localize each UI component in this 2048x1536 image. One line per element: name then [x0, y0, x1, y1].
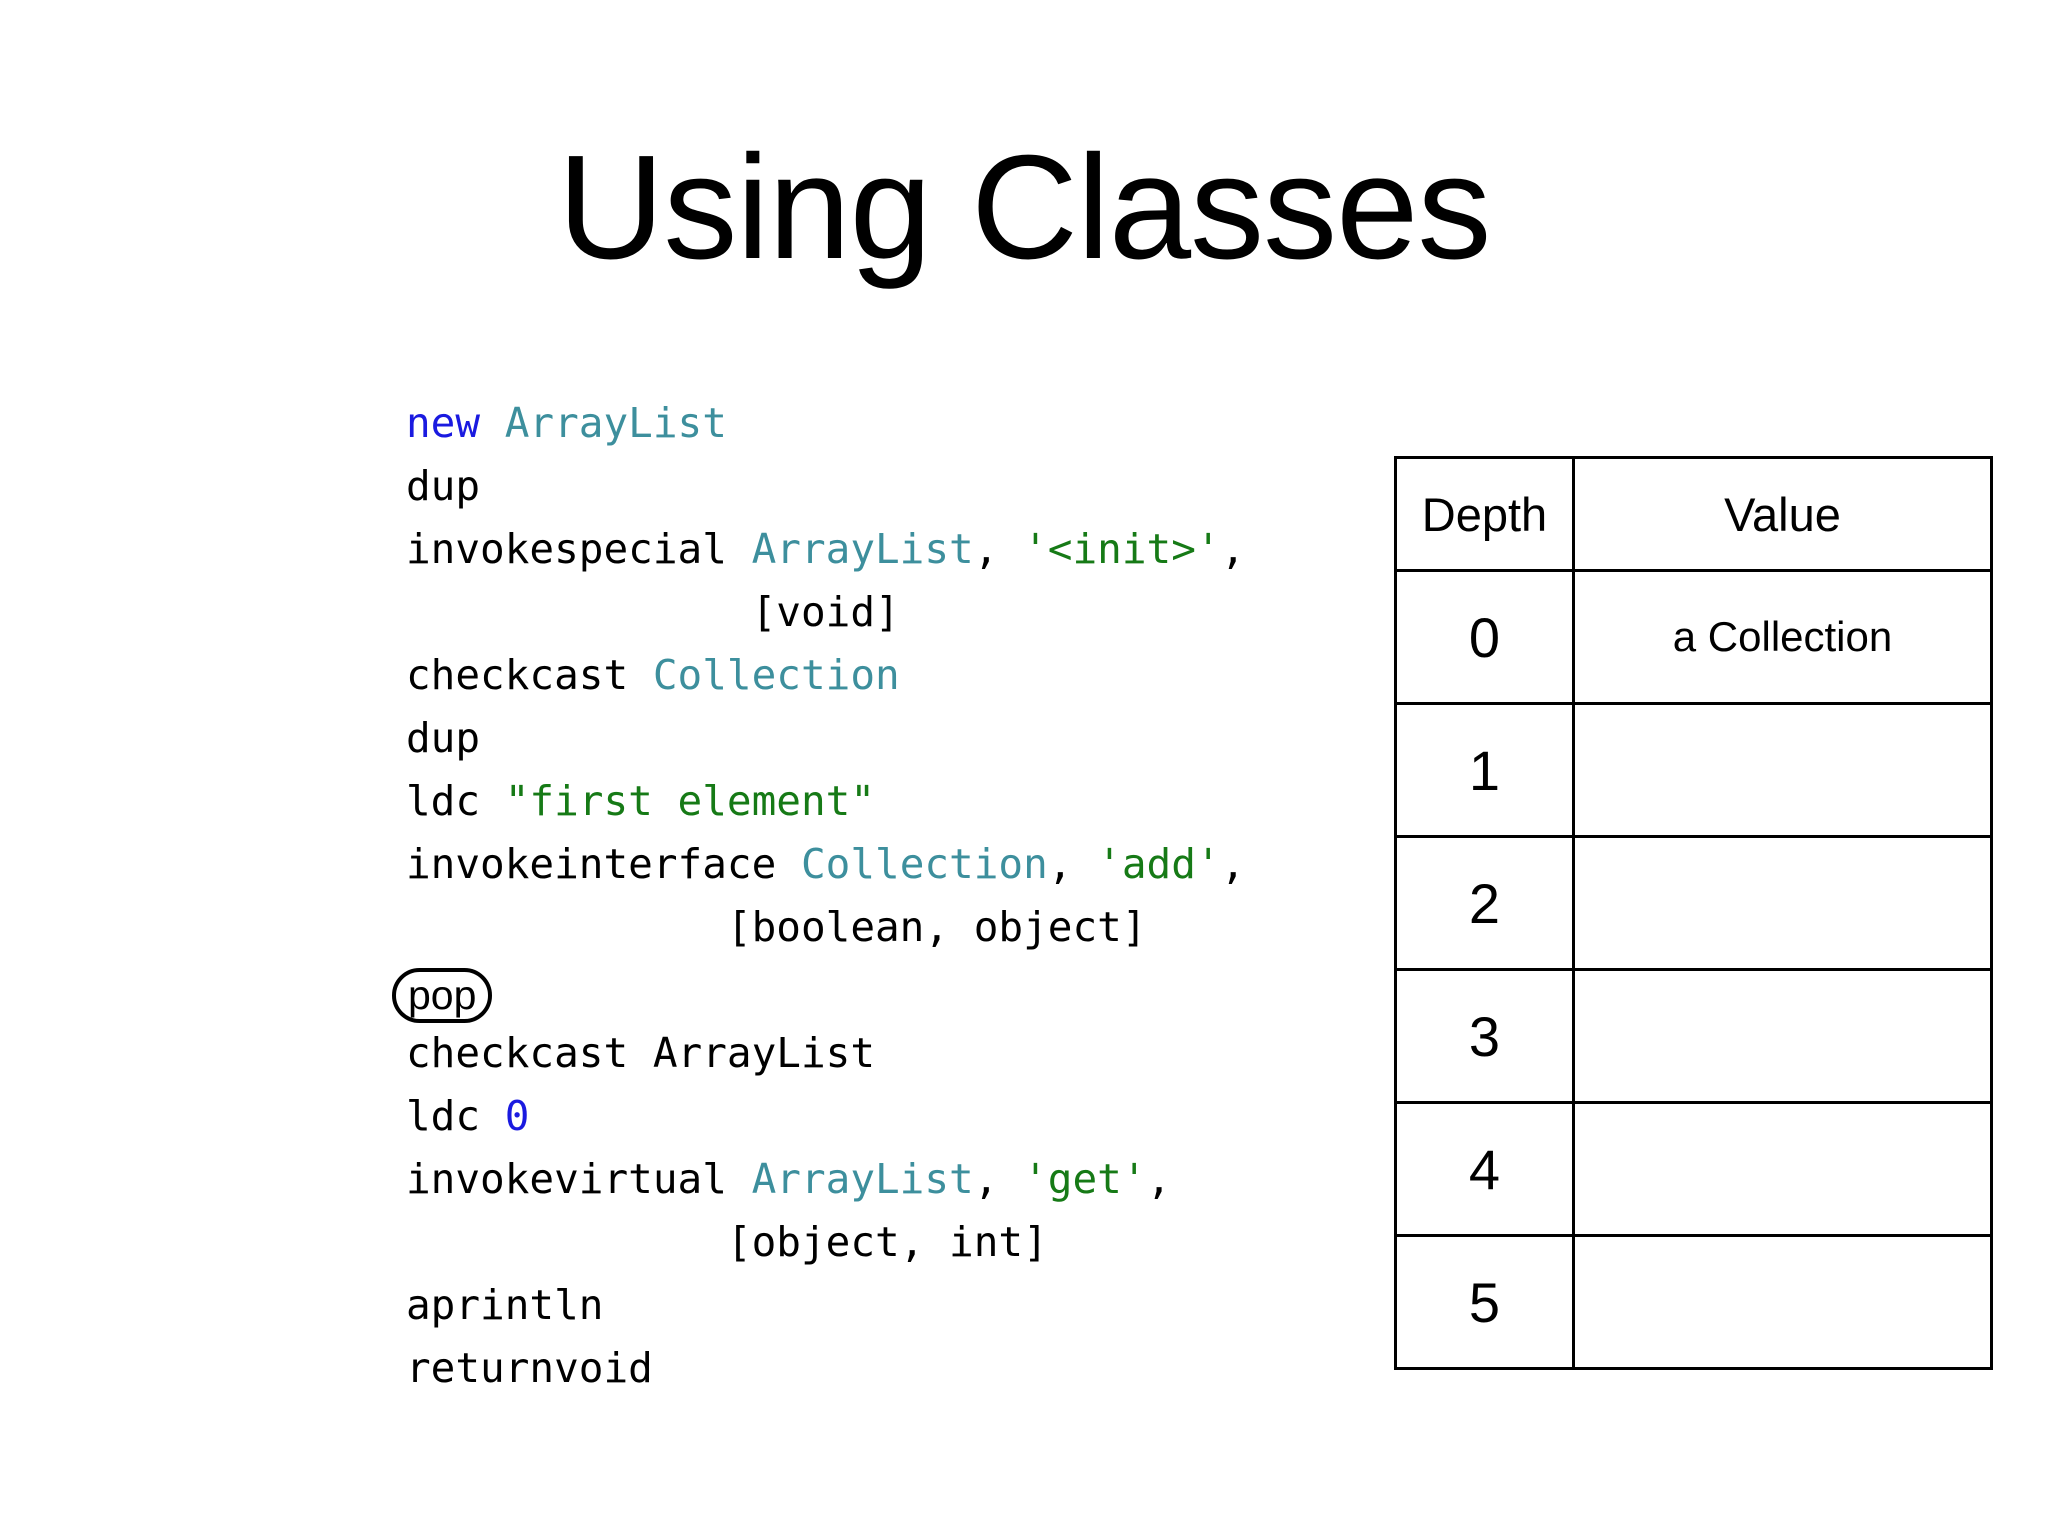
code-token-plain: aprintln: [406, 1281, 604, 1329]
cell-value: [1572, 1101, 1993, 1237]
table-row: 3: [1394, 968, 1993, 1104]
code-token-plain: invokeinterface: [406, 840, 801, 888]
table-header-row: Depth Value: [1394, 456, 1993, 572]
cell-value: [1572, 1234, 1993, 1370]
code-line-highlighted-pop: pop: [392, 959, 1245, 1023]
cell-depth: 0: [1394, 569, 1575, 705]
code-token-plain: returnvoid: [406, 1344, 653, 1392]
cell-depth: 2: [1394, 835, 1575, 971]
code-token-plain: ,: [1220, 525, 1246, 573]
table-row: 4: [1394, 1101, 1993, 1237]
code-line: checkcast Collection: [406, 644, 1245, 707]
code-token-plain: ldc: [406, 1092, 505, 1140]
code-line: returnvoid: [406, 1337, 1245, 1400]
code-line: invokeinterface Collection, 'add',: [406, 833, 1245, 896]
code-line: [object, int]: [406, 1211, 1245, 1274]
code-token-str: 'get': [1023, 1155, 1147, 1203]
bytecode-listing: new ArrayList dup invokespecial ArrayList,…: [392, 392, 1245, 1400]
code-token-plain: invokespecial: [406, 525, 752, 573]
code-line: [boolean, object]: [406, 896, 1245, 959]
code-token-str: '<init>': [1023, 525, 1221, 573]
code-token-plain: ,: [1146, 1155, 1172, 1203]
code-line: ldc "first element": [406, 770, 1245, 833]
code-token-plain: ,: [1047, 840, 1098, 888]
code-token-str: 'add': [1097, 840, 1221, 888]
code-token-type: ArrayList: [751, 1155, 974, 1203]
code-token-plain: invokevirtual: [406, 1155, 752, 1203]
cell-value: a Collection: [1572, 569, 1993, 705]
cell-value: [1572, 968, 1993, 1104]
table-row: 2: [1394, 835, 1993, 971]
code-line: invokespecial ArrayList, '<init>',: [406, 518, 1245, 581]
code-line: new ArrayList: [406, 392, 1245, 455]
table-row: 1: [1394, 702, 1993, 838]
code-line: dup: [406, 707, 1245, 770]
code-token-str: "first element": [504, 777, 876, 825]
code-line: checkcast ArrayList: [406, 1022, 1245, 1085]
column-header-depth: Depth: [1394, 456, 1575, 572]
code-token-plain: ,: [1220, 840, 1246, 888]
code-line: [void]: [406, 581, 1245, 644]
code-token-kw: new: [406, 399, 481, 447]
code-token-type: ArrayList: [504, 399, 727, 447]
code-token-plain: [void]: [406, 588, 900, 636]
page-title: Using Classes: [557, 125, 1492, 290]
code-line: invokevirtual ArrayList, 'get',: [406, 1148, 1245, 1211]
code-token-plain: dup: [406, 714, 481, 762]
cell-depth: 3: [1394, 968, 1575, 1104]
code-token-plain: ldc: [406, 777, 505, 825]
code-line: aprintln: [406, 1274, 1245, 1337]
cell-value: [1572, 835, 1993, 971]
code-token-plain: ,: [973, 525, 1024, 573]
table-row: 5: [1394, 1234, 1993, 1370]
code-token-plain: [boolean, object]: [406, 903, 1147, 951]
cell-depth: 1: [1394, 702, 1575, 838]
code-token-type: Collection: [652, 651, 900, 699]
code-token-plain: [480, 399, 505, 447]
cell-value: [1572, 702, 1993, 838]
cell-depth: 5: [1394, 1234, 1575, 1370]
code-line: dup: [406, 455, 1245, 518]
pop-instruction-label: pop: [408, 972, 477, 1018]
code-token-plain: [object, int]: [406, 1218, 1048, 1266]
code-token-num: 0: [504, 1092, 530, 1140]
column-header-value: Value: [1572, 456, 1993, 572]
code-token-plain: ,: [973, 1155, 1024, 1203]
code-token-plain: checkcast: [406, 651, 653, 699]
code-token-type: Collection: [800, 840, 1048, 888]
code-token-plain: checkcast ArrayList: [406, 1029, 875, 1077]
code-line: ldc 0: [406, 1085, 1245, 1148]
code-token-plain: dup: [406, 462, 481, 510]
code-token-type: ArrayList: [751, 525, 974, 573]
cell-depth: 4: [1394, 1101, 1575, 1237]
pop-highlight-pill: pop: [392, 968, 493, 1023]
